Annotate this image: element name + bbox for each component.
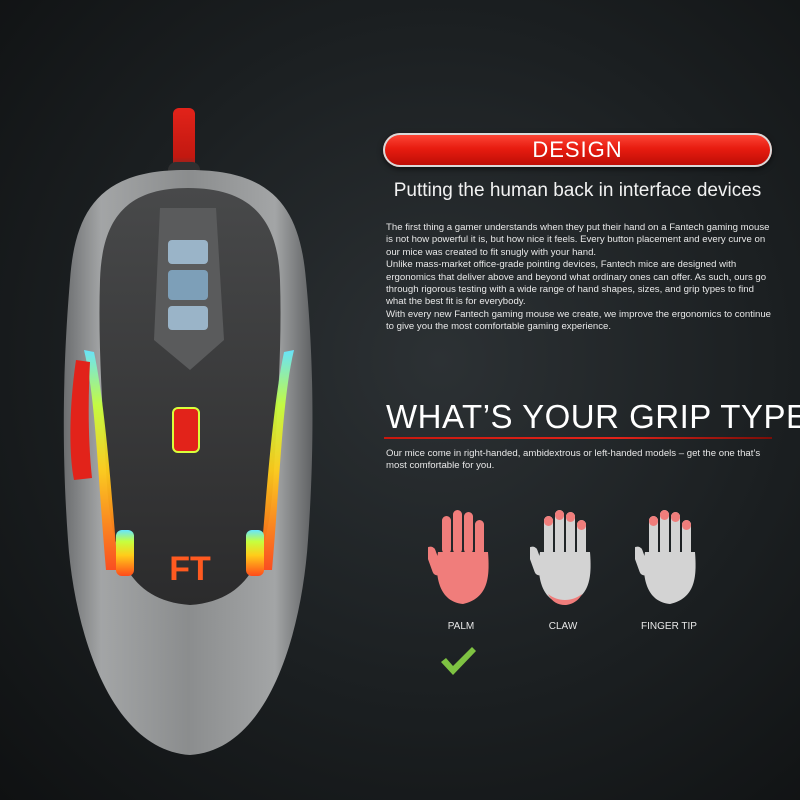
design-paragraph: The first thing a gamer understands when…: [386, 222, 770, 258]
design-paragraph: With every new Fantech gaming mouse we c…: [386, 308, 772, 333]
palm-grip-hand-icon: [425, 508, 498, 608]
grip-label-finger-tip: FINGER TIP: [641, 621, 697, 632]
design-paragraph: Unlike mass-market office-grade pointing…: [386, 259, 767, 308]
design-subtitle: Putting the human back in interface devi…: [393, 180, 762, 201]
checkmark-icon: [438, 644, 478, 678]
grip-type-heading: WHAT’S YOUR GRIP TYPE?: [386, 398, 800, 435]
grip-label-palm: PALM: [447, 621, 475, 632]
grip-label-claw: CLAW: [548, 621, 578, 632]
claw-grip-hand-icon: [527, 508, 600, 608]
fantech-gaming-mouse-icon: FT: [63, 108, 313, 755]
svg-text:FT: FT: [169, 550, 211, 588]
finger-tip-grip-hand-icon: [632, 508, 705, 608]
design-body-text: The first thing a gamer understands when…: [386, 222, 776, 334]
heading-underline: [384, 437, 772, 439]
grip-description: Our mice come in right-handed, ambidextr…: [386, 448, 761, 472]
gaming-mouse-image: FT: [40, 100, 360, 780]
design-banner: DESIGN: [383, 133, 772, 167]
